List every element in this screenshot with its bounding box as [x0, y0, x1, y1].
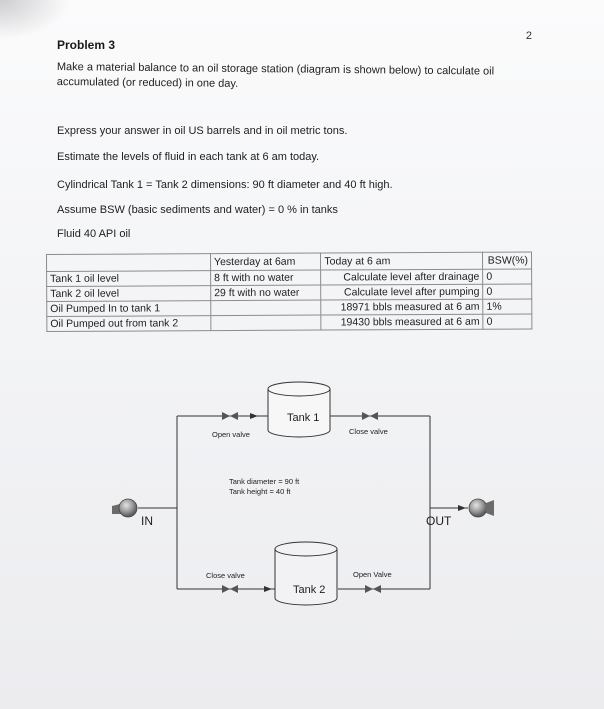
tank-2-label: Tank 2: [293, 584, 325, 596]
arrow-icon: [458, 505, 466, 511]
valve-top-right-label: Close valve: [349, 427, 388, 436]
flow-arrows: [250, 413, 466, 592]
valve-bottom-left-label: Close valve: [206, 571, 245, 580]
arrow-icon: [264, 586, 272, 592]
tank-1-label: Tank 1: [287, 412, 319, 424]
tank-2-icon: [274, 541, 338, 606]
outlet-pump-icon: [468, 498, 494, 518]
estimate-instruction: Estimate the levels of fluid in each tan…: [57, 151, 320, 163]
valve-top-left-icon: [222, 412, 238, 420]
out-label: OUT: [426, 514, 452, 528]
valve-bottom-right-label: Open Valve: [353, 570, 392, 579]
in-label: IN: [141, 514, 153, 528]
bsw-instruction: Assume BSW (basic sediments and water) =…: [57, 204, 338, 216]
fluid-instruction: Fluid 40 API oil: [57, 228, 131, 240]
problem-title: Problem 3: [57, 38, 116, 52]
express-instruction: Express your answer in oil US barrels an…: [57, 125, 348, 137]
inlet-pump-icon: [112, 498, 138, 518]
valve-bottom-left-icon: [222, 585, 238, 593]
tank-height-label: Tank height = 40 ft: [229, 487, 291, 496]
tank-1-icon: [267, 381, 331, 438]
valve-bottom-right-icon: [365, 585, 381, 593]
page-corner-shadow: [0, 0, 70, 40]
arrow-icon: [250, 413, 258, 419]
valve-top-right-icon: [362, 412, 378, 420]
page-number: 2: [525, 30, 532, 42]
tank-diameter-label: Tank diameter = 90 ft: [229, 477, 300, 486]
valve-top-left-label: Open valve: [212, 430, 250, 439]
cylindrical-instruction: Cylindrical Tank 1 = Tank 2 dimensions: …: [57, 179, 393, 191]
